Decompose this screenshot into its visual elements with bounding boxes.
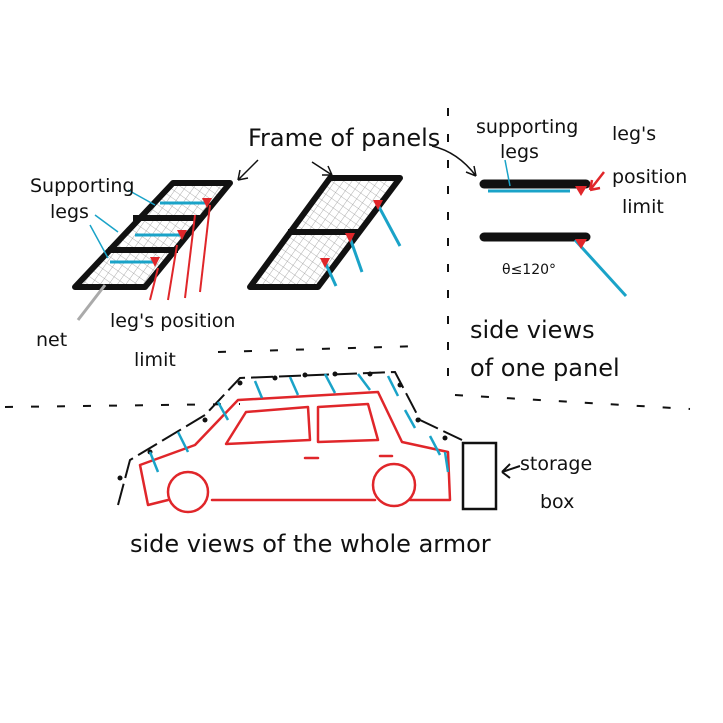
label-box: box <box>540 491 574 513</box>
label-angle: θ≤120° <box>502 262 556 278</box>
right-legs-arrow <box>504 159 511 187</box>
label-supporting-left-2: legs <box>50 201 89 223</box>
label-limit-left-1: leg's position <box>110 310 235 332</box>
label-limit-right-3: limit <box>622 196 664 218</box>
left-panel-frame <box>72 180 233 301</box>
label-storage: storage <box>520 453 592 475</box>
middle-panel-frame <box>247 175 403 290</box>
storage-box-arrow <box>501 463 521 479</box>
label-limit-right-2: position <box>612 166 687 188</box>
side-view-panel-bottom <box>479 232 628 298</box>
label-limit-right-1: leg's <box>612 123 656 145</box>
frame-arrows <box>237 159 333 181</box>
left-panel-outline <box>72 180 233 290</box>
left-position-limits <box>150 198 212 267</box>
storage-box <box>461 441 498 511</box>
label-supporting-right-1: supporting <box>476 116 578 138</box>
label-frame-of-panels: Frame of panels <box>248 124 440 152</box>
label-side-views-whole-armor: side views of the whole armor <box>130 530 491 558</box>
dashed-dividers <box>4 108 691 410</box>
middle-position-limits <box>320 200 383 268</box>
label-limit-left-2: limit <box>134 349 176 371</box>
middle-supporting-legs <box>323 204 402 287</box>
label-side-views-panel-1: side views <box>470 316 595 344</box>
label-net: net <box>36 329 67 351</box>
car-outline <box>138 390 452 514</box>
middle-panel-outline <box>247 175 403 290</box>
car-armor <box>117 370 463 506</box>
label-supporting-left-1: Supporting <box>30 175 135 197</box>
net-arrow <box>76 284 107 321</box>
right-frame-arrow <box>431 145 477 177</box>
left-supporting-legs <box>110 201 205 264</box>
left-legs-arrows <box>89 189 156 259</box>
side-view-panel-top <box>479 171 605 196</box>
label-supporting-right-2: legs <box>500 141 539 163</box>
label-side-views-panel-2: of one panel <box>470 354 620 382</box>
left-limit-arrows <box>149 204 211 301</box>
